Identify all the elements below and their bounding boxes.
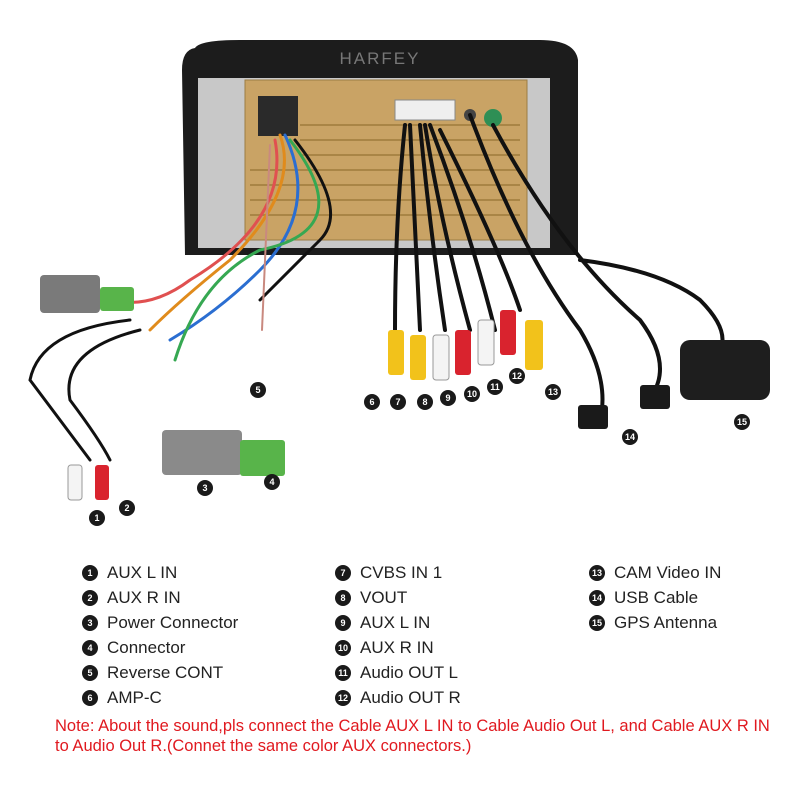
legend-badge: 1 [82,564,98,581]
callout-10 [464,386,480,402]
legend-item: 8 VOUT [335,585,461,610]
wiring-diagram: HARFEY [28,40,770,526]
rca-aux-l-in [67,464,83,501]
legend-item: 7 CVBS IN 1 [335,560,461,585]
legend-badge: 13 [589,564,605,581]
legend-item: 6 AMP-C [82,685,238,710]
legend-label: AUX L IN [360,612,431,632]
svg-text:14: 14 [625,432,635,442]
svg-text:2: 2 [124,503,129,513]
legend-item: 12 Audio OUT R [335,685,461,710]
legend-item: 10 AUX R IN [335,635,461,660]
callout-markers: 1 2 3 4 5 6 7 8 9 10 11 12 13 14 15 [89,368,750,526]
svg-text:4: 4 [269,477,274,487]
legend-label: Audio OUT L [360,662,458,682]
legend-label: AMP-C [107,687,162,707]
callout-5 [250,382,266,398]
legend-badge: 5 [82,664,98,681]
callout-3 [197,480,213,496]
callout-13 [545,384,561,400]
legend-label: Power Connector [107,612,239,632]
legend-item: 2 AUX R IN [82,585,238,610]
rca-aux-r-in [95,465,109,500]
svg-text:9: 9 [445,393,450,403]
cable-bundle [28,113,725,462]
legend-badge: 15 [589,614,605,631]
legend-badge: 10 [335,639,351,656]
green-plug [100,287,134,311]
legend-badge: 6 [82,689,98,706]
legend-item: 15 GPS Antenna [589,610,721,635]
rca-audio-out-r [500,310,516,355]
legend-badge: 12 [335,689,351,706]
svg-text:7: 7 [395,397,400,407]
legend-item: 9 AUX L IN [335,610,461,635]
legend-column-2: 7 CVBS IN 1 8 VOUT 9 AUX L IN 10 AUX R IN 11… [335,560,461,710]
legend-label: CAM Video IN [614,562,722,582]
legend-item: 13 CAM Video IN [589,560,721,585]
svg-text:6: 6 [369,397,374,407]
callout-1 [89,510,105,526]
legend-badge: 4 [82,639,98,656]
power-connector [162,430,242,475]
legend-item: 1 AUX L IN [82,560,238,585]
svg-text:15: 15 [737,417,747,427]
legend-item: 14 USB Cable [589,585,721,610]
legend-badge: 9 [335,614,351,631]
legend-label: AUX L IN [107,562,178,582]
callout-12 [509,368,525,384]
brand-text: HARFEY [340,49,421,68]
legend-column-3: 13 CAM Video IN 14 USB Cable 15 GPS Antenna [589,560,721,635]
legend-label: CVBS IN 1 [360,562,443,582]
legend-badge: 7 [335,564,351,581]
svg-text:3: 3 [202,483,207,493]
callout-7 [390,394,406,410]
legend-label: Audio OUT R [360,687,461,707]
legend-item: 3 Power Connector [82,610,238,635]
legend-label: Reverse CONT [107,662,224,682]
rca-audio-out-l [477,319,495,366]
rca-vout [410,335,426,380]
legend-badge: 14 [589,589,605,606]
callout-8 [417,394,433,410]
legend-badge: 2 [82,589,98,606]
svg-text:11: 11 [490,382,500,392]
svg-text:5: 5 [255,385,260,395]
svg-text:10: 10 [467,389,477,399]
svg-text:12: 12 [512,371,522,381]
legend-badge: 3 [82,614,98,631]
callout-6 [364,394,380,410]
callout-14 [622,429,638,445]
legend-item: 11 Audio OUT L [335,660,461,685]
legend-label: AUX R IN [360,637,434,657]
usb-connector [578,385,670,429]
legend-item: 5 Reverse CONT [82,660,238,685]
legend-column-1: 1 AUX L IN 2 AUX R IN 3 Power Connector 4 Co… [82,560,238,710]
gps-antenna [680,340,770,400]
rca-aux-l-in-2 [432,334,450,381]
callout-2 [119,500,135,516]
head-unit: HARFEY [182,40,578,255]
legend-item: 4 Connector [82,635,238,660]
green-connector [240,440,285,476]
legend-badge: 8 [335,589,351,606]
svg-text:1: 1 [94,513,99,523]
callout-4 [264,474,280,490]
sound-connection-note: Note: About the sound,pls connect the Ca… [55,717,770,755]
legend-label: Connector [107,637,186,657]
legend-label: USB Cable [614,587,699,607]
rca-cvbs-in [388,330,404,375]
callout-9 [440,390,456,406]
legend-label: AUX R IN [107,587,181,607]
callout-11 [487,379,503,395]
svg-text:8: 8 [422,397,427,407]
rca-cam-video-in [525,320,543,370]
svg-text:13: 13 [548,387,558,397]
callout-15 [734,414,750,430]
rca-aux-r-in-2 [455,330,471,375]
legend-label: VOUT [360,587,408,607]
legend-label: GPS Antenna [614,612,718,632]
legend-badge: 11 [335,664,351,681]
harness-connector [40,275,100,313]
